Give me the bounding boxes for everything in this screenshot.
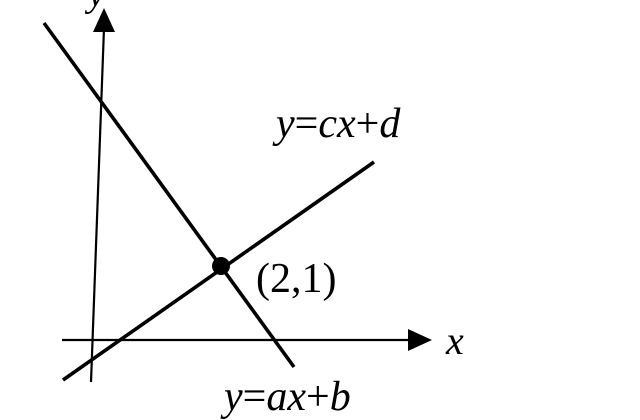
eq-cd-y: y — [272, 101, 295, 147]
eq-cd-x: x — [336, 101, 356, 147]
line-cd-equation-label: y=cx+d — [272, 101, 401, 147]
x-axis-arrowhead — [408, 329, 432, 351]
eq-cd-equals: = — [295, 101, 319, 147]
x-axis-label: x — [445, 318, 464, 363]
eq-cd-plus: + — [356, 101, 380, 147]
intersection-label: (2,1) — [256, 256, 336, 302]
eq-ab-x: x — [286, 374, 306, 420]
y-axis-line — [89, 27, 106, 383]
eq-ab-const: b — [330, 374, 351, 420]
eq-ab-coef: a — [266, 374, 287, 420]
eq-ab-y: y — [220, 374, 243, 420]
eq-ab-equals: = — [243, 374, 267, 420]
line-ax-plus-b — [42, 21, 296, 369]
eq-cd-const: d — [379, 101, 401, 147]
eq-ab-plus: + — [306, 374, 330, 420]
eq-cd-coef: c — [318, 101, 337, 147]
intersection-point — [212, 257, 230, 275]
y-axis-label: y — [84, 0, 105, 15]
y-axis-arrowhead — [93, 8, 115, 32]
line-ab-equation-label: y=ax+b — [220, 374, 351, 420]
